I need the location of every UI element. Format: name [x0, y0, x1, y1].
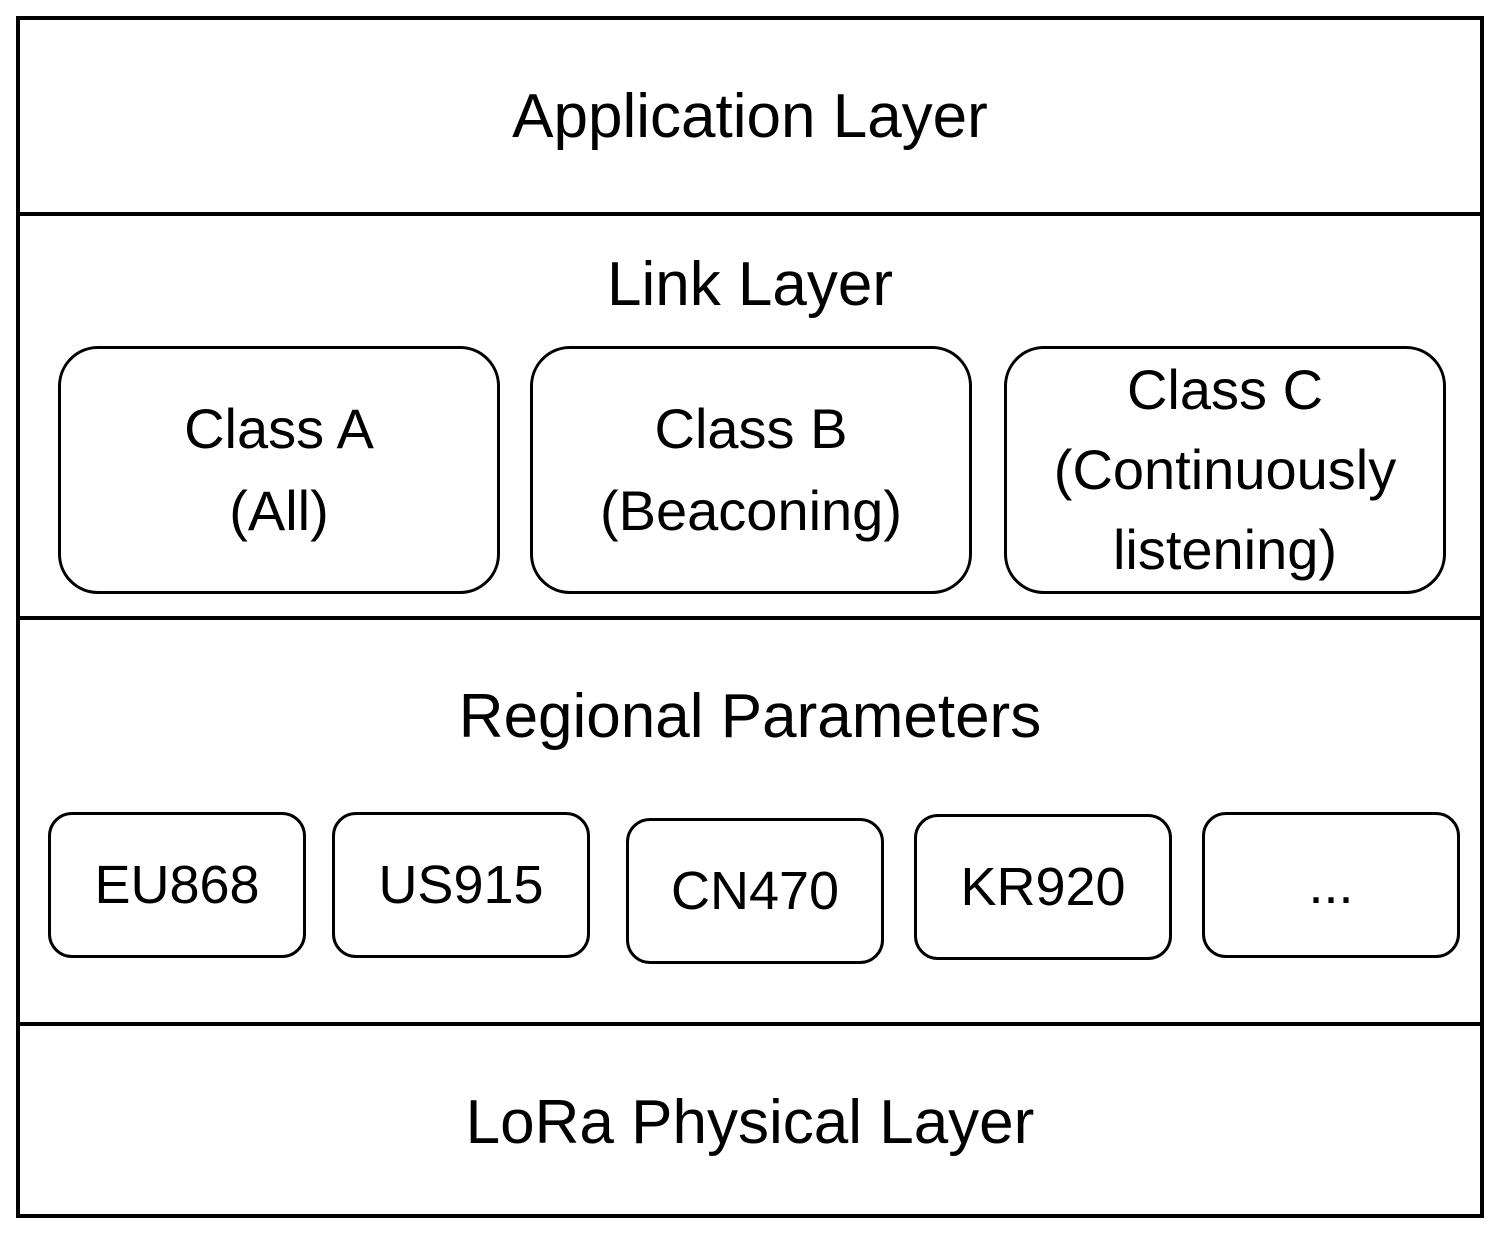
link-layer-title: Link Layer: [606, 250, 894, 319]
application-layer: Application Layer: [20, 20, 1480, 212]
regional-parameters-title: Regional Parameters: [458, 682, 1042, 751]
regional-parameters-layer: Regional Parameters EU868 US915 CN470 KR…: [20, 616, 1480, 1022]
region-label-more: ...: [1308, 855, 1354, 915]
region-box-cn470: CN470: [626, 818, 884, 964]
region-label-kr920: KR920: [960, 857, 1126, 917]
region-box-eu868: EU868: [48, 812, 306, 958]
region-box-more: ...: [1202, 812, 1460, 958]
region-box-kr920: KR920: [914, 814, 1172, 960]
region-label-eu868: EU868: [94, 855, 260, 915]
class-a-label: Class A: [184, 397, 374, 460]
region-label-us915: US915: [378, 855, 544, 915]
link-layer: Link Layer Class A (All) Class B (Beacon…: [20, 212, 1480, 616]
class-a-box: Class A (All): [58, 346, 500, 594]
lora-physical-layer-title: LoRa Physical Layer: [465, 1088, 1035, 1157]
class-c-box: Class C (Continuously listening): [1004, 346, 1446, 594]
region-label-cn470: CN470: [670, 861, 840, 921]
class-c-label: Class C: [1126, 358, 1324, 421]
class-b-box: Class B (Beaconing): [530, 346, 972, 594]
region-box-us915: US915: [332, 812, 590, 958]
class-b-label: Class B: [654, 397, 848, 460]
application-layer-title: Application Layer: [512, 82, 988, 151]
class-c-description-line2: listening): [1112, 518, 1338, 581]
class-b-description: (Beaconing): [600, 479, 902, 542]
class-c-description-line1: (Continuously: [1053, 438, 1397, 501]
lorawan-layer-stack: Application Layer Link Layer Class A (Al…: [16, 16, 1484, 1218]
class-a-description: (All): [229, 479, 329, 542]
lora-physical-layer: LoRa Physical Layer: [20, 1022, 1480, 1214]
